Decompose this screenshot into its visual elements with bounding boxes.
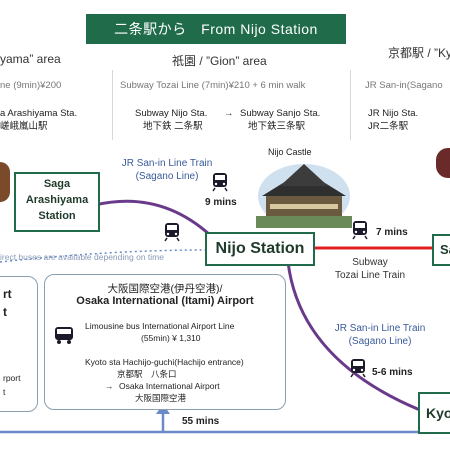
gion-route: Subway Tozai Line (7min)¥210 + 6 min wal… (120, 80, 306, 91)
right-station-ja: JR二条駅 (368, 121, 409, 132)
gion-area-title: 祇園 / ”Gion” area (172, 54, 267, 68)
bus-note: irect buses are available depending on t… (0, 252, 164, 262)
bus-icon (55, 327, 73, 344)
sagano-label-top: JR San-in Line Train (Sagano Line) (121, 158, 213, 182)
sagano-line-south (286, 261, 421, 412)
gion-from-en: Subway Nijo Sta. (135, 108, 208, 119)
left-station-en: a Arashiyama Sta. (0, 108, 78, 119)
airport-dest-en: Osaka International Airport (119, 381, 220, 391)
kyoto-station[interactable]: Kyo (418, 392, 450, 434)
gion-to-en: Subway Sanjo Sta. (240, 108, 321, 119)
left-card-line2: t (3, 305, 7, 319)
left-card-line1: rt (3, 287, 12, 301)
divider-right (350, 70, 351, 140)
airport-info-card: 大阪国際空港(伊丹空港)/ Osaka International (Itami… (44, 274, 286, 410)
bus-stop-en: Kyoto sta Hachijo-guchi(Hachijo entrance… (85, 357, 244, 367)
kyoto-photo (436, 148, 450, 178)
nijo-castle-image (256, 164, 352, 228)
gion-from-ja: 地下鉄 二条駅 (143, 121, 203, 132)
kyoto-area-title: 京都駅 / ”Ky (388, 46, 450, 60)
tozai-label: Subway Tozai Line Train (334, 257, 406, 281)
right-station-en: JR Nijo Sta. (368, 108, 419, 119)
airport-title-en: Osaka International (Itami) Airport (76, 295, 254, 307)
mins-to-saga: 9 mins (205, 197, 237, 208)
mins-to-kyoto: 5-6 mins (372, 367, 413, 378)
train-icon (212, 173, 228, 192)
bus-arrow: → (105, 381, 114, 391)
subway-icon (352, 221, 368, 240)
gion-arrow: → (224, 108, 234, 119)
gion-to-ja: 地下鉄三条駅 (248, 121, 306, 132)
left-card-line4: t (3, 387, 6, 397)
sanjo-station[interactable]: Sa (432, 234, 450, 266)
sagano-label-right: JR San-in Line Train (Sagano Line) (334, 323, 426, 347)
train-icon (164, 223, 180, 242)
mins-to-airport: 55 mins (182, 416, 220, 427)
saga-arashiyama-station[interactable]: Saga Arashiyama Station (14, 172, 100, 232)
divider-left (112, 70, 113, 140)
sagano-line-west (94, 199, 212, 237)
arashiyama-photo (0, 162, 10, 202)
train-icon (350, 359, 366, 378)
airport-title-ja: 大阪国際空港(伊丹空港)/ (107, 283, 223, 295)
nijo-station[interactable]: Nijo Station (205, 232, 315, 266)
airport-dest-ja: 大阪国際空港 (135, 393, 187, 403)
left-route: ne (9min)¥200 (0, 80, 62, 91)
bus-fare: (55min) ¥ 1,310 (141, 333, 201, 343)
left-info-card: rt t rport t (0, 276, 38, 412)
left-card-line3: rport (3, 373, 21, 383)
bus-dotted-line (0, 249, 206, 263)
mins-to-sanjo: 7 mins (376, 227, 408, 238)
bus-line: Limousine bus International Airport Line (85, 321, 235, 331)
page-header: 二条駅から From Nijo Station (86, 14, 346, 44)
bus-stop-ja: 京都駅 八条口 (117, 369, 177, 379)
left-station-ja: 嵯峨嵐山駅 (0, 121, 48, 132)
left-area-title: yama” area (0, 52, 61, 66)
kyoto-route: JR San-in(Sagano (365, 80, 443, 91)
nijo-castle-caption: Nijo Castle (268, 147, 312, 157)
